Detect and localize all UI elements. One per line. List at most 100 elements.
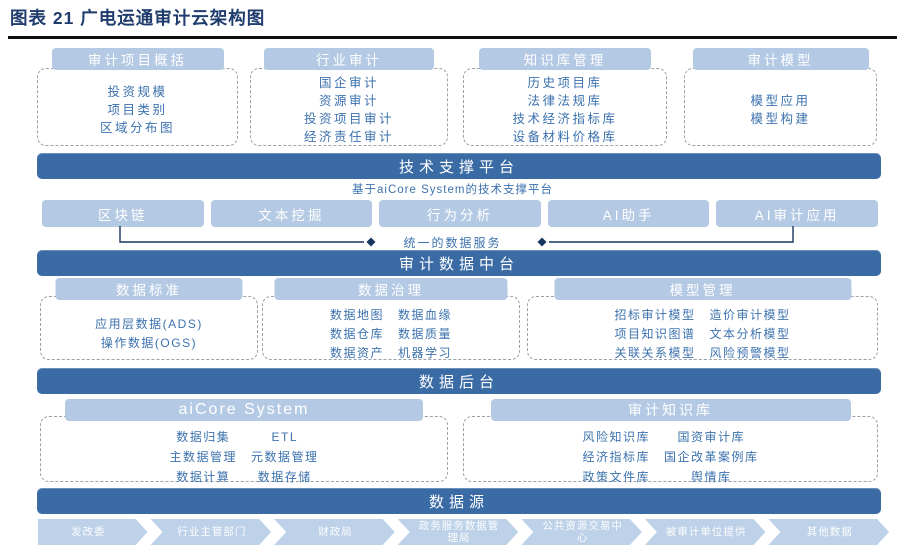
section-audit-project-overview: 审计项目概括 投资规模 项目类别 区域分布图: [37, 48, 238, 146]
list-item: 国资审计库: [677, 430, 746, 444]
list-item: 文本分析模型: [709, 327, 791, 341]
list-item: 投资规模: [107, 84, 168, 99]
channel-finance-bureau: 财政局: [274, 519, 395, 545]
section-header: 模型管理: [554, 278, 851, 300]
list-item: ETL: [271, 430, 299, 444]
list-item: 数据计算: [176, 470, 231, 484]
channel-label: 财政局: [318, 526, 353, 538]
list-item: 操作数据(OGS): [100, 336, 198, 350]
section-header: 行业审计: [264, 48, 434, 70]
section-model-management: 模型管理 招标审计模型 造价审计模型 项目知识图谱 文本分析模型 关联关系模型 …: [527, 278, 878, 360]
channel-label: 公共资源交易中心: [542, 520, 623, 544]
section-items: 历史项目库 法律法规库 技术经济指标库 设备材料价格库: [464, 69, 666, 145]
item-grid: 数据地图 数据血缘 数据仓库 数据质量 数据资产 机器学习: [330, 306, 452, 363]
list-item: 数据质量: [398, 327, 453, 341]
list-item: 项目知识图谱: [614, 327, 696, 341]
item-grid: 数据归集 ETL 主数据管理 元数据管理 数据计算 数据存储: [169, 427, 318, 487]
section-header: 审计模型: [692, 48, 869, 70]
list-item: 数据存储: [257, 470, 312, 484]
section-items: 数据地图 数据血缘 数据仓库 数据质量 数据资产 机器学习: [263, 297, 519, 360]
section-items: 招标审计模型 造价审计模型 项目知识图谱 文本分析模型 关联关系模型 风险预警模…: [528, 297, 877, 360]
unified-service-connector: [119, 226, 794, 247]
title-divider: [8, 36, 897, 39]
diamond-icon: [537, 237, 547, 247]
list-item: 数据资产: [329, 346, 384, 360]
list-item: 国企改革案例库: [664, 450, 759, 464]
section-items: 风险知识库 国资审计库 经济指标库 国企改革案例库 政策文件库 舆情库: [464, 417, 877, 484]
channel-ndrc: 发改委: [38, 519, 148, 545]
data-source-channel-row: 发改委 行业主管部门 财政局 政务服务数据管理局 公共资源交易中心 被审计单位提…: [38, 519, 889, 545]
list-item: 模型构建: [750, 111, 811, 126]
list-item: 数据地图: [329, 308, 384, 322]
list-item: 经济责任审计: [303, 129, 394, 144]
bar-data-backend: 数据后台: [37, 368, 881, 394]
channel-label: 政务服务数据管理局: [418, 520, 500, 544]
list-item: 主数据管理: [169, 450, 237, 464]
module-blockchain: 区块链: [42, 200, 204, 227]
section-data-standard: 数据标准 应用层数据(ADS) 操作数据(OGS): [40, 278, 258, 360]
bar-tech-support-platform: 技术支撑平台: [37, 153, 881, 179]
diamond-icon: [366, 237, 376, 247]
list-item: 投资项目审计: [303, 111, 394, 126]
list-item: 应用层数据(ADS): [95, 317, 203, 331]
item-grid: 招标审计模型 造价审计模型 项目知识图谱 文本分析模型 关联关系模型 风险预警模…: [614, 306, 790, 363]
list-item: 项目类别: [107, 102, 168, 117]
section-header: 数据治理: [274, 278, 508, 300]
tech-platform-caption: 基于aiCore System的技术支撑平台: [352, 184, 553, 196]
list-item: 数据归集: [176, 430, 231, 444]
channel-label: 发改委: [71, 526, 106, 538]
list-item: 风险预警模型: [709, 346, 791, 360]
list-item: 经济指标库: [582, 450, 650, 464]
section-industry-audit: 行业审计 国企审计 资源审计 投资项目审计 经济责任审计: [250, 48, 448, 146]
channel-label: 其他数据: [806, 526, 853, 538]
list-item: 风险知识库: [582, 430, 650, 444]
list-item: 关联关系模型: [614, 346, 696, 360]
section-items: 应用层数据(ADS) 操作数据(OGS): [41, 297, 257, 359]
bar-audit-data-platform: 审计数据中台: [37, 250, 881, 276]
section-aicore-system: aiCore System 数据归集 ETL 主数据管理 元数据管理 数据计算 …: [40, 399, 448, 484]
unified-data-service-label: 统一的数据服务: [403, 236, 502, 250]
section-header: aiCore System: [65, 399, 423, 421]
module-ai-audit-app: AI审计应用: [716, 200, 878, 227]
list-item: 数据血缘: [398, 308, 453, 322]
list-item: 技术经济指标库: [512, 111, 618, 126]
list-item: 法律法规库: [527, 93, 603, 108]
section-items: 国企审计 资源审计 投资项目审计 经济责任审计: [251, 69, 447, 145]
list-item: 机器学习: [398, 346, 453, 360]
section-header: 审计项目概括: [51, 48, 224, 70]
section-audit-model: 审计模型 模型应用 模型构建: [684, 48, 877, 146]
bar-data-source: 数据源: [37, 488, 881, 514]
channel-label: 行业主管部门: [177, 526, 247, 538]
section-data-governance: 数据治理 数据地图 数据血缘 数据仓库 数据质量 数据资产 机器学习: [262, 278, 520, 360]
channel-industry-authority: 行业主管部门: [151, 519, 272, 545]
list-item: 历史项目库: [527, 75, 603, 90]
list-item: 国企审计: [318, 75, 379, 90]
channel-label: 被审计单位提供: [665, 526, 747, 538]
list-item: 招标审计模型: [614, 308, 696, 322]
section-items: 投资规模 项目类别 区域分布图: [38, 69, 237, 145]
channel-public-resource-trading-center: 公共资源交易中心: [521, 519, 642, 545]
list-item: 造价审计模型: [709, 308, 791, 322]
section-knowledge-base-management: 知识库管理 历史项目库 法律法规库 技术经济指标库 设备材料价格库: [463, 48, 667, 146]
list-item: 数据仓库: [329, 327, 384, 341]
list-item: 舆情库: [691, 470, 732, 484]
section-header: 审计知识库: [490, 399, 851, 421]
figure-title: 图表 21 广电运通审计云架构图: [10, 8, 266, 28]
list-item: 设备材料价格库: [512, 129, 618, 144]
list-item: 模型应用: [750, 93, 811, 108]
list-item: 区域分布图: [99, 120, 175, 135]
list-item: 政策文件库: [582, 470, 650, 484]
item-grid: 风险知识库 国资审计库 经济指标库 国企改革案例库 政策文件库 舆情库: [582, 427, 758, 487]
section-header: 数据标准: [55, 278, 243, 300]
module-text-mining: 文本挖掘: [210, 200, 373, 227]
channel-auditee-provided: 被审计单位提供: [645, 519, 766, 545]
section-header: 知识库管理: [479, 48, 651, 70]
channel-gov-service-data-bureau: 政务服务数据管理局: [398, 519, 519, 545]
module-ai-assistant: AI助手: [547, 200, 710, 227]
tech-module-row: 区块链 文本挖掘 行为分析 AI助手 AI审计应用: [42, 200, 878, 227]
section-items: 模型应用 模型构建: [685, 69, 876, 145]
module-behavior-analysis: 行为分析: [379, 200, 541, 227]
section-items: 数据归集 ETL 主数据管理 元数据管理 数据计算 数据存储: [41, 417, 447, 484]
list-item: 资源审计: [318, 93, 379, 108]
